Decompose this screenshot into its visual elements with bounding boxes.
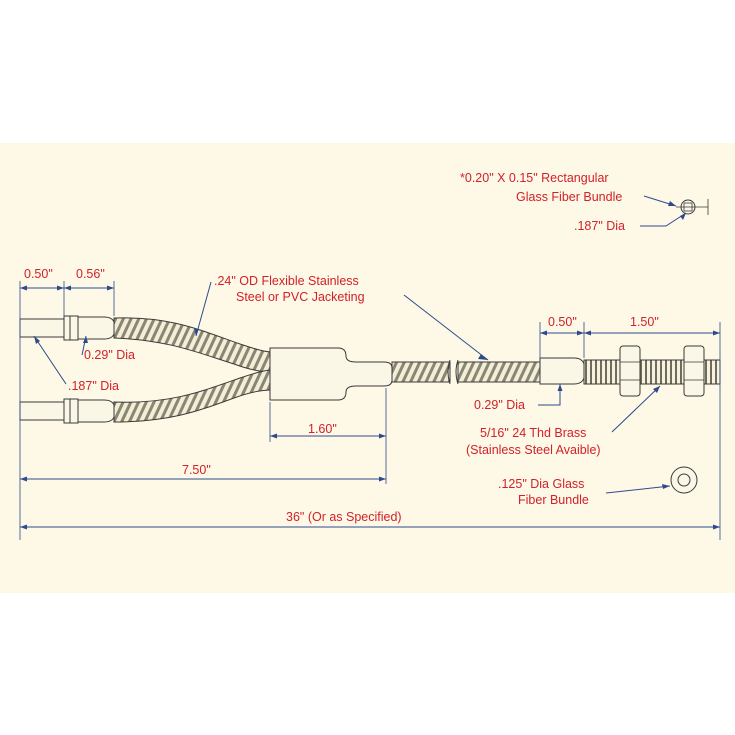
label-jacket-line1: .24" OD Flexible Stainless <box>214 274 359 288</box>
dimension-050-left <box>20 285 64 291</box>
rectangular-bundle-end-view <box>676 199 709 215</box>
leader-lines <box>33 195 687 494</box>
label-dia-187-left: .187" Dia <box>68 379 119 393</box>
breakout-body <box>269 347 393 401</box>
lower-jacket <box>113 369 273 423</box>
right-ferrule <box>539 345 721 397</box>
nut-2 <box>683 345 705 397</box>
label-dim-750: 7.50" <box>182 463 211 477</box>
dimension-050-right <box>540 330 584 336</box>
upper-ferrule <box>19 315 115 341</box>
dimension-160 <box>270 433 386 439</box>
label-dim-150: 1.50" <box>630 315 659 329</box>
label-rect-bundle-line1: *0.20" X 0.15" Rectangular <box>460 171 609 185</box>
label-jacket-line2: Steel or PVC Jacketing <box>236 290 365 304</box>
main-jacket <box>391 361 451 383</box>
nut-1 <box>619 345 641 397</box>
label-thread-line2: (Stainless Steel Avaible) <box>466 443 601 457</box>
dimension-150 <box>584 330 720 336</box>
upper-jacket <box>113 317 273 373</box>
label-dia-187-right: .187" Dia <box>574 219 625 233</box>
dimension-36 <box>20 524 720 530</box>
label-glass-line1: .125" Dia Glass <box>498 477 584 491</box>
dimension-750 <box>20 476 386 482</box>
label-thread-line1: 5/16" 24 Thd Brass <box>480 426 586 440</box>
extension-lines <box>19 281 721 540</box>
dimension-056 <box>64 285 114 291</box>
label-rect-bundle-line2: Glass Fiber Bundle <box>516 190 622 204</box>
main-jacket-continued <box>457 361 541 383</box>
label-dim-050-left: 0.50" <box>24 267 53 281</box>
label-glass-line2: Fiber Bundle <box>518 493 589 507</box>
label-dia-029-right: 0.29" Dia <box>474 398 525 412</box>
label-dim-160: 1.60" <box>308 422 337 436</box>
label-dim-36: 36" (Or as Specified) <box>286 510 402 524</box>
round-bundle-end-view <box>670 466 698 494</box>
lower-ferrule <box>19 398 115 424</box>
label-dia-029-left: 0.29" Dia <box>84 348 135 362</box>
label-dim-056: 0.56" <box>76 267 105 281</box>
label-dim-050-right: 0.50" <box>548 315 577 329</box>
